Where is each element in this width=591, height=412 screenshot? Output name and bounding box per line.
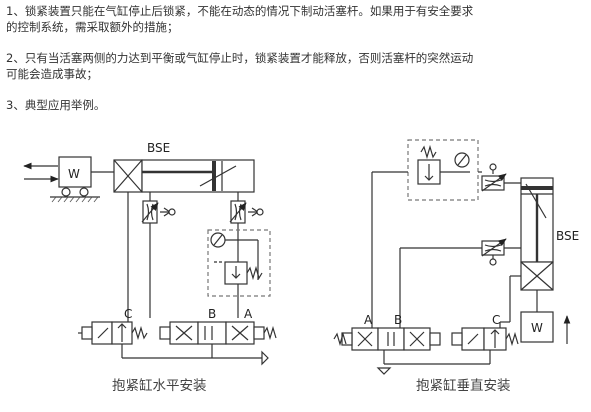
caption-left: 抱紧缸水平安装 (112, 377, 207, 394)
caption-right: 抱紧缸垂直安装 (416, 377, 511, 394)
flow-control-valve-right-2 (481, 238, 507, 266)
load-label-right: W (531, 321, 543, 335)
note-2-line-1: 2、只有当活塞两侧的力达到平衡或气缸停止时，锁紧装置才能释放，否则活塞杆的突然运… (6, 51, 474, 65)
pressure-switch-block-left (207, 229, 271, 297)
flow-control-valve-left-1 (141, 200, 176, 224)
notes-text: 1、锁紧装置只能在气缸停止后锁紧，不能在动态的情况下制动活塞杆。如果用于有安全要… (6, 3, 586, 113)
valve-ab-right (333, 327, 441, 351)
flow-control-valve-left-2 (229, 200, 264, 224)
valve-c-right (451, 327, 519, 351)
cylinder-label-right: BSE (556, 229, 579, 243)
pressure-switch-block-right (407, 139, 479, 201)
valve-b-label-right: B (394, 313, 402, 327)
valve-c-left (78, 321, 148, 345)
valve-c-label-left: C (124, 307, 132, 321)
note-2-line-2: 可能会造成事故； (6, 67, 98, 81)
valve-a-label-left: A (244, 307, 253, 321)
lock-unit-right (520, 261, 554, 291)
valve-b-label-left: B (208, 307, 216, 321)
load-label-left: W (68, 167, 80, 181)
flow-control-valve-right-1 (481, 163, 507, 192)
lock-unit-left (113, 159, 143, 193)
valve-a-label-right: A (364, 313, 373, 327)
cylinder-label-left: BSE (147, 141, 170, 155)
note-1-line-2: 的控制系统，需采取额外的措施； (6, 20, 179, 34)
cylinder-left (141, 159, 255, 193)
cylinder-right (520, 177, 554, 263)
note-1-line-1: 1、锁紧装置只能在气缸停止后锁紧，不能在动态的情况下制动活塞杆。如果用于有安全要… (6, 4, 474, 18)
horizontal-mounting-diagram (23, 156, 277, 366)
valve-c-label-right: C (492, 313, 500, 327)
load-box-right (520, 311, 554, 343)
motion-arrow-horizontal (23, 162, 59, 183)
note-3: 3、典型应用举例。 (6, 98, 106, 112)
vertical-mounting-diagram (333, 139, 571, 375)
valve-ab-left (159, 321, 277, 345)
